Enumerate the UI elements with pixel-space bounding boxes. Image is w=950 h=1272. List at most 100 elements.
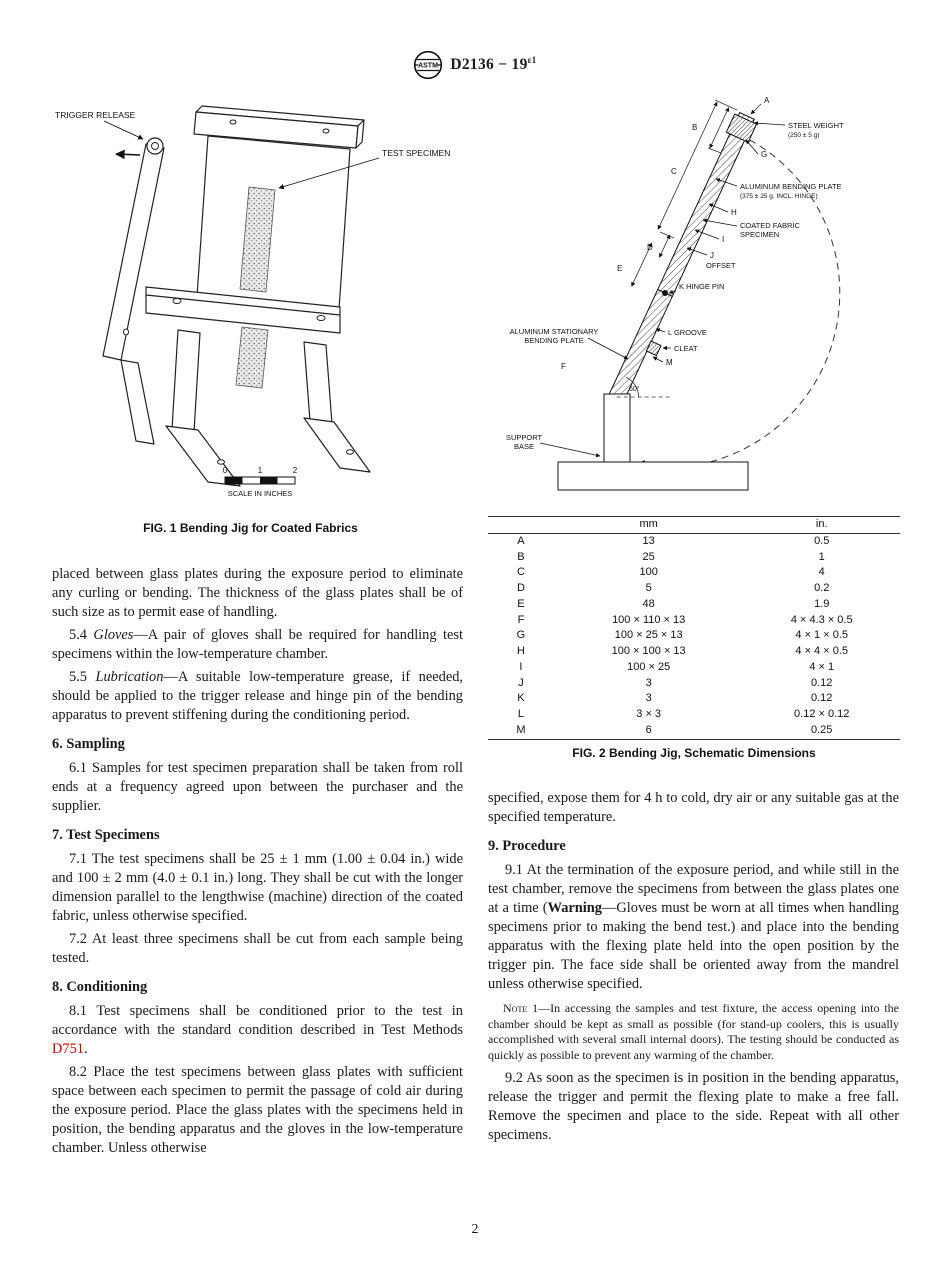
dim-m-label: M <box>666 358 673 367</box>
paragraph-8-2-continuation: specified, expose them for 4 h to cold, … <box>488 790 899 825</box>
dim-mm: 3 <box>645 676 652 689</box>
bending-jig-body <box>102 105 371 487</box>
coated-fabric-label-1: COATED FABRIC <box>740 221 800 230</box>
doc-errata-superscript: ε1 <box>527 55 537 66</box>
cleat-label: CLEAT <box>674 344 698 353</box>
scale-tick-1: 1 <box>258 466 263 475</box>
dim-letter: D <box>516 582 525 594</box>
scale-label: SCALE IN INCHES <box>228 489 293 498</box>
table-row: K 3 0.12 <box>488 691 900 707</box>
dim-in: 1.9 <box>814 597 830 610</box>
page-header: ASTM D2136 − 19ε1 <box>0 50 950 80</box>
table-header-row: mm in. <box>488 516 900 534</box>
dim-d-label: D <box>647 243 653 252</box>
warning-label: Warning <box>547 900 602 916</box>
dim-letter: B <box>517 550 525 563</box>
stationary-plate-label-1: ALUMINUM STATIONARY <box>510 327 599 336</box>
table-row: H 100 × 100 × 13 4 × 4 × 0.5 <box>488 644 900 660</box>
coated-fabric-label-2: SPECIMEN <box>740 230 779 239</box>
astm-logo-icon: ASTM <box>414 50 443 80</box>
section-text: . <box>83 1041 88 1057</box>
paragraph-7-1: 7.1 The test specimens shall be 25 ± 1 m… <box>52 851 463 924</box>
dim-letter: A <box>517 534 525 547</box>
fig1-drawing: TRIGGER RELEASE TEST SPECIMEN 0 1 2 SCAL… <box>55 105 450 498</box>
right-column: specified, expose them for 4 h to cold, … <box>488 789 899 1149</box>
dim-in: 4 × 4 × 0.5 <box>795 645 849 657</box>
figure-2: 60° A B C D E F G H I J M <box>488 88 900 760</box>
support-base-label-1: SUPPORT <box>506 433 543 442</box>
dim-e-label: E <box>617 264 622 273</box>
table-header-in: in. <box>815 518 828 530</box>
trigger-release-label: TRIGGER RELEASE <box>55 110 136 120</box>
dim-c-label: C <box>671 167 677 176</box>
paragraph-8-2: 8.2 Place the test specimens between gla… <box>52 1064 463 1156</box>
dim-mm: 25 <box>642 550 655 563</box>
dim-in: 4 × 1 <box>809 660 835 673</box>
dim-in: 0.2 <box>814 582 830 594</box>
section-number: 5.4 <box>69 627 94 643</box>
table-header-mm: mm <box>639 518 658 530</box>
dim-in: 4 <box>818 566 825 579</box>
dim-mm: 100 × 110 × 13 <box>612 613 686 626</box>
page-number: 2 <box>471 1222 479 1237</box>
dim-letter: I <box>519 660 523 673</box>
paragraph-5-5: 5.5 Lubrication—A suitable low-temperatu… <box>52 668 463 725</box>
scale-bar: 0 1 2 SCALE IN INCHES <box>223 466 298 498</box>
section-text: —A pair of gloves shall be required for … <box>52 627 463 662</box>
test-specimen-strip <box>235 186 276 389</box>
dim-mm: 6 <box>645 723 652 736</box>
table-row: L 3 × 3 0.12 × 0.12 <box>488 707 900 723</box>
dim-i-label: I <box>722 235 724 244</box>
paragraph-5-4: 5.4 Gloves—A pair of gloves shall be req… <box>52 626 463 664</box>
dim-mm: 3 <box>645 692 652 705</box>
angle-indicator: 60° <box>616 376 670 398</box>
dim-letter: L <box>517 708 525 720</box>
dim-in: 0.12 <box>811 692 833 705</box>
section-number: 5.5 <box>69 669 96 685</box>
dim-mm: 100 <box>639 566 658 579</box>
section-heading-conditioning: 8. Conditioning <box>52 979 148 995</box>
dim-in: 0.5 <box>814 534 830 547</box>
dim-letter: E <box>517 597 525 610</box>
dim-j-label: J <box>710 251 714 260</box>
dim-in: 4 × 1 × 0.5 <box>795 629 849 642</box>
astm-logo-text: ASTM <box>418 63 438 70</box>
test-specimen-label: TEST SPECIMEN <box>382 148 450 158</box>
d751-link[interactable]: D751 <box>52 1041 84 1057</box>
section-heading-procedure: 9. Procedure <box>488 838 566 854</box>
dim-mm: 3 × 3 <box>636 708 662 720</box>
scale-tick-2: 2 <box>293 466 298 475</box>
dim-mm: 100 × 100 × 13 <box>611 645 686 657</box>
doc-title: D2136 − 19ε1 <box>450 55 536 74</box>
dim-letter: C <box>516 566 525 579</box>
paragraph-8-1: 8.1 Test specimens shall be conditioned … <box>52 1002 463 1059</box>
term-lubrication: Lubrication <box>95 669 164 685</box>
note-text: In accessing the samples and test fixtur… <box>488 1001 899 1062</box>
screw-holes <box>123 119 354 465</box>
section-heading-sampling: 6. Sampling <box>52 736 125 752</box>
dim-letter: K <box>517 692 525 705</box>
paragraph-continuation: placed between glass plates during the e… <box>52 566 463 620</box>
section-heading-test-specimens: 7. Test Specimens <box>52 827 160 843</box>
dimension-lines <box>631 99 762 287</box>
note-label: Note 1— <box>503 1001 551 1015</box>
dim-in: 0.12 × 0.12 <box>794 708 850 720</box>
section-text: 8.1 Test specimens shall be conditioned … <box>52 1003 463 1038</box>
left-column: placed between glass plates during the e… <box>52 565 463 1162</box>
dim-letter: H <box>516 645 525 657</box>
scale-tick-0: 0 <box>223 466 228 475</box>
note-1: Note 1—In accessing the samples and test… <box>488 1001 899 1063</box>
doc-number: D2136 − 19 <box>450 56 528 74</box>
section-text: 9.1 At the termination of the exposure p… <box>488 862 899 916</box>
paragraph-6-1: 6.1 Samples for test specimen preparatio… <box>52 760 463 814</box>
fig2-caption: FIG. 2 Bending Jig, Schematic Dimensions <box>572 745 816 760</box>
dim-h-label: H <box>731 208 737 217</box>
